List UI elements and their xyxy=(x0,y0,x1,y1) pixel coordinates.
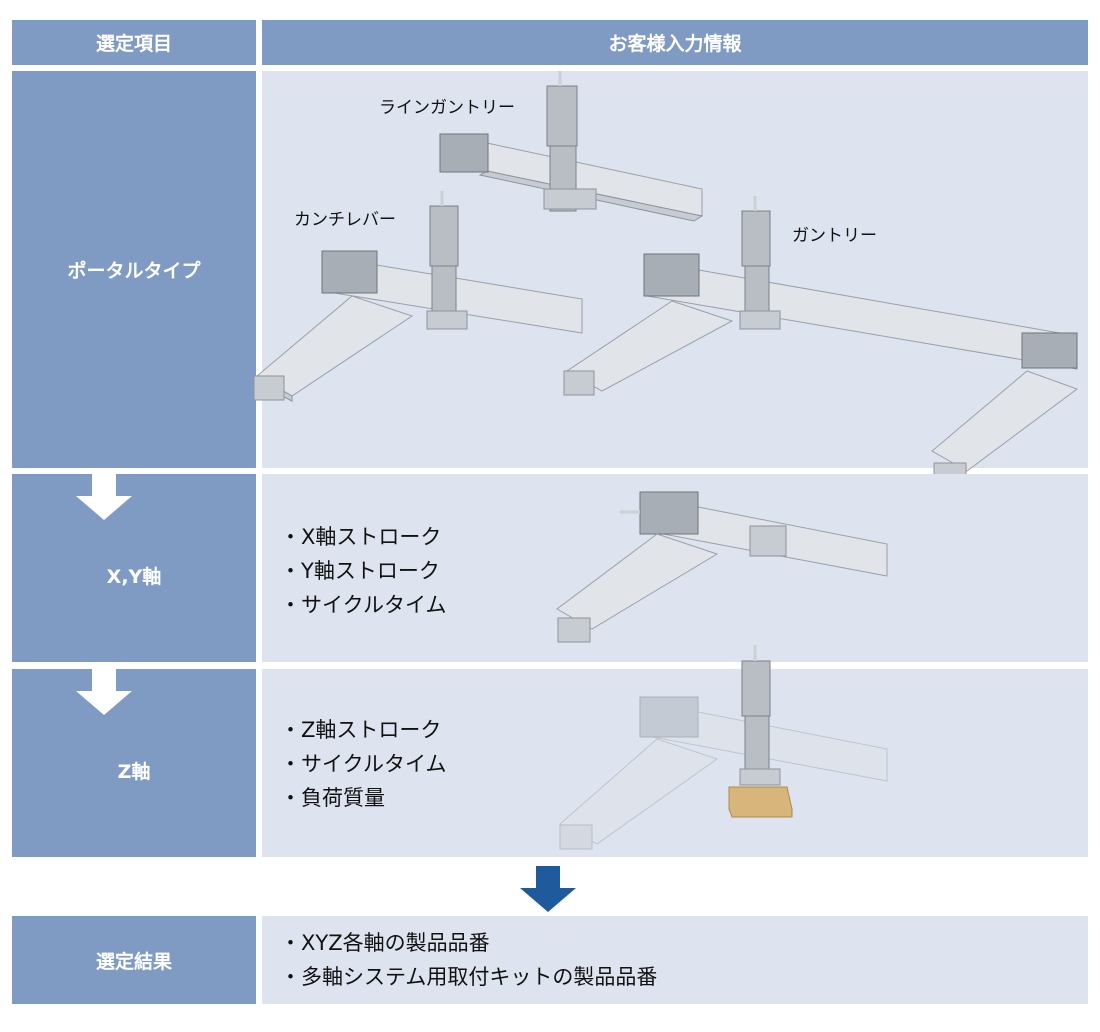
down-arrow-icon xyxy=(76,669,132,715)
result-items: ・XYZ各軸の製品品番 ・多軸システム用取付キットの製品品番 xyxy=(280,926,657,994)
xy-item: ・Y軸ストローク xyxy=(280,559,440,583)
line-gantry-illustration xyxy=(439,71,704,222)
header-left: 選定項目 xyxy=(12,20,256,65)
result-item: ・XYZ各軸の製品品番 xyxy=(280,931,490,955)
result-label: 選定結果 xyxy=(95,950,172,973)
result-item: ・多軸システム用取付キットの製品品番 xyxy=(280,965,658,989)
xy-items: ・X軸ストローク ・Y軸ストローク ・サイクルタイム xyxy=(280,520,447,622)
portal-label: ポータルタイプ xyxy=(67,260,201,282)
xy-panel: ・X軸ストローク ・Y軸ストローク ・サイクルタイム xyxy=(262,474,1088,662)
z-item: ・Z軸ストローク xyxy=(280,718,442,742)
result-panel: ・XYZ各軸の製品品番 ・多軸システム用取付キットの製品品番 xyxy=(262,916,1088,1004)
z-axis-illustration xyxy=(559,645,888,850)
z-label: Z軸 xyxy=(117,760,151,783)
down-arrow-icon xyxy=(76,474,132,520)
cantilever-illustration xyxy=(253,191,583,402)
z-item: ・サイクルタイム xyxy=(280,752,447,776)
xy-axes-illustration xyxy=(556,491,888,643)
result-label-cell: 選定結果 xyxy=(12,916,256,1004)
header-left-label: 選定項目 xyxy=(95,33,172,55)
gantry-label: ガントリー xyxy=(792,226,877,246)
z-item: ・負荷質量 xyxy=(280,786,385,810)
line-gantry-label: ラインガントリー xyxy=(379,98,515,118)
z-items: ・Z軸ストローク ・サイクルタイム ・負荷質量 xyxy=(280,713,447,815)
header-right: お客様入力情報 xyxy=(262,20,1088,65)
z-panel: ・Z軸ストローク ・サイクルタイム ・負荷質量 xyxy=(262,645,1088,857)
header-right-label: お客様入力情報 xyxy=(608,33,742,55)
cantilever-label: カンチレバー xyxy=(294,210,396,230)
xy-label-cell: X,Y軸 xyxy=(12,474,256,662)
down-arrow-blue-icon xyxy=(520,866,576,912)
gantry-illustration xyxy=(563,196,1079,488)
z-label-cell: Z軸 xyxy=(12,669,256,857)
xy-item: ・X軸ストローク xyxy=(280,525,442,549)
xy-label: X,Y軸 xyxy=(106,565,162,588)
portal-panel: ラインガントリー カンチレバー ガントリー xyxy=(253,71,1088,488)
xy-item: ・サイクルタイム xyxy=(280,593,447,617)
portal-label-cell: ポータルタイプ xyxy=(12,71,256,468)
